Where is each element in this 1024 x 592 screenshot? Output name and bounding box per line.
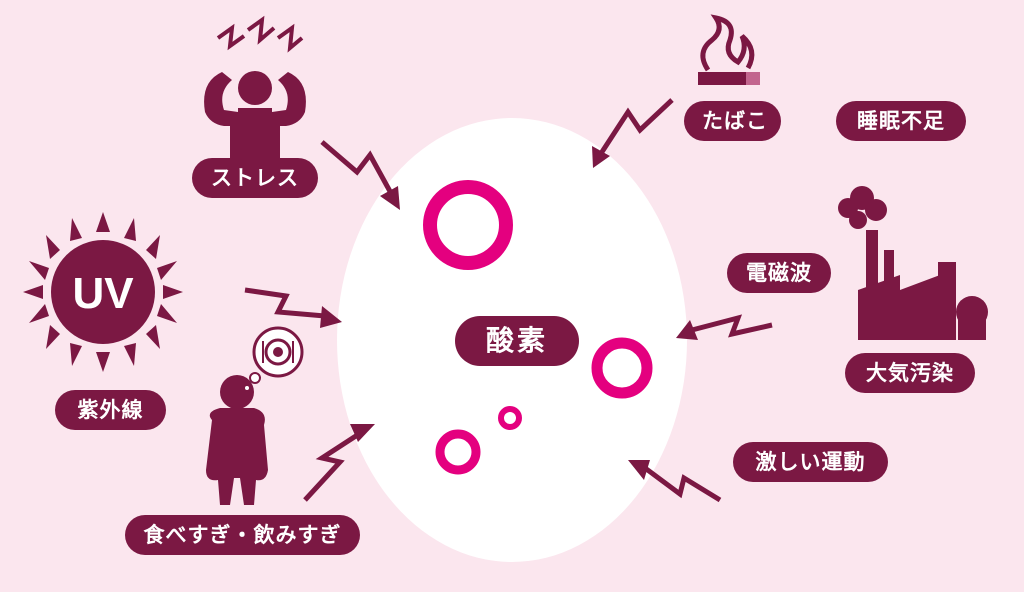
tobacco-label: たばこ (684, 101, 781, 141)
stress-label: ストレス (192, 158, 318, 198)
sun-icon: UV (23, 212, 183, 372)
arrow-exercise (628, 460, 722, 503)
oxygen-ring-medium (591, 337, 653, 399)
cigarette-icon (698, 14, 760, 85)
oxygen-ring-tiny (498, 406, 522, 430)
arrow-overeating-lower (303, 424, 375, 502)
factory-icon (838, 186, 988, 340)
intense-exercise-label: 激しい運動 (733, 442, 888, 482)
oxygen-label: 酸素 (455, 316, 579, 366)
uv-rays-label: 紫外線 (55, 390, 166, 430)
arrow-overeating-upper (244, 287, 342, 328)
sleep-deprivation-label: 睡眠不足 (836, 101, 966, 141)
oxygen-ring-small (435, 429, 481, 475)
overeating-label: 食べすぎ・飲みすぎ (125, 515, 360, 555)
dinner-plate-icon (262, 338, 294, 366)
uv-label: UV (72, 269, 134, 318)
arrow-em-waves (676, 314, 773, 340)
em-waves-label: 電磁波 (727, 253, 831, 293)
overeating-person-icon (206, 375, 268, 505)
arrow-tobacco (592, 98, 674, 168)
oxygen-ring-large (423, 180, 513, 270)
air-pollution-label: 大気汚染 (845, 353, 975, 393)
arrow-stress (320, 140, 400, 210)
stressed-person-icon (204, 15, 306, 160)
